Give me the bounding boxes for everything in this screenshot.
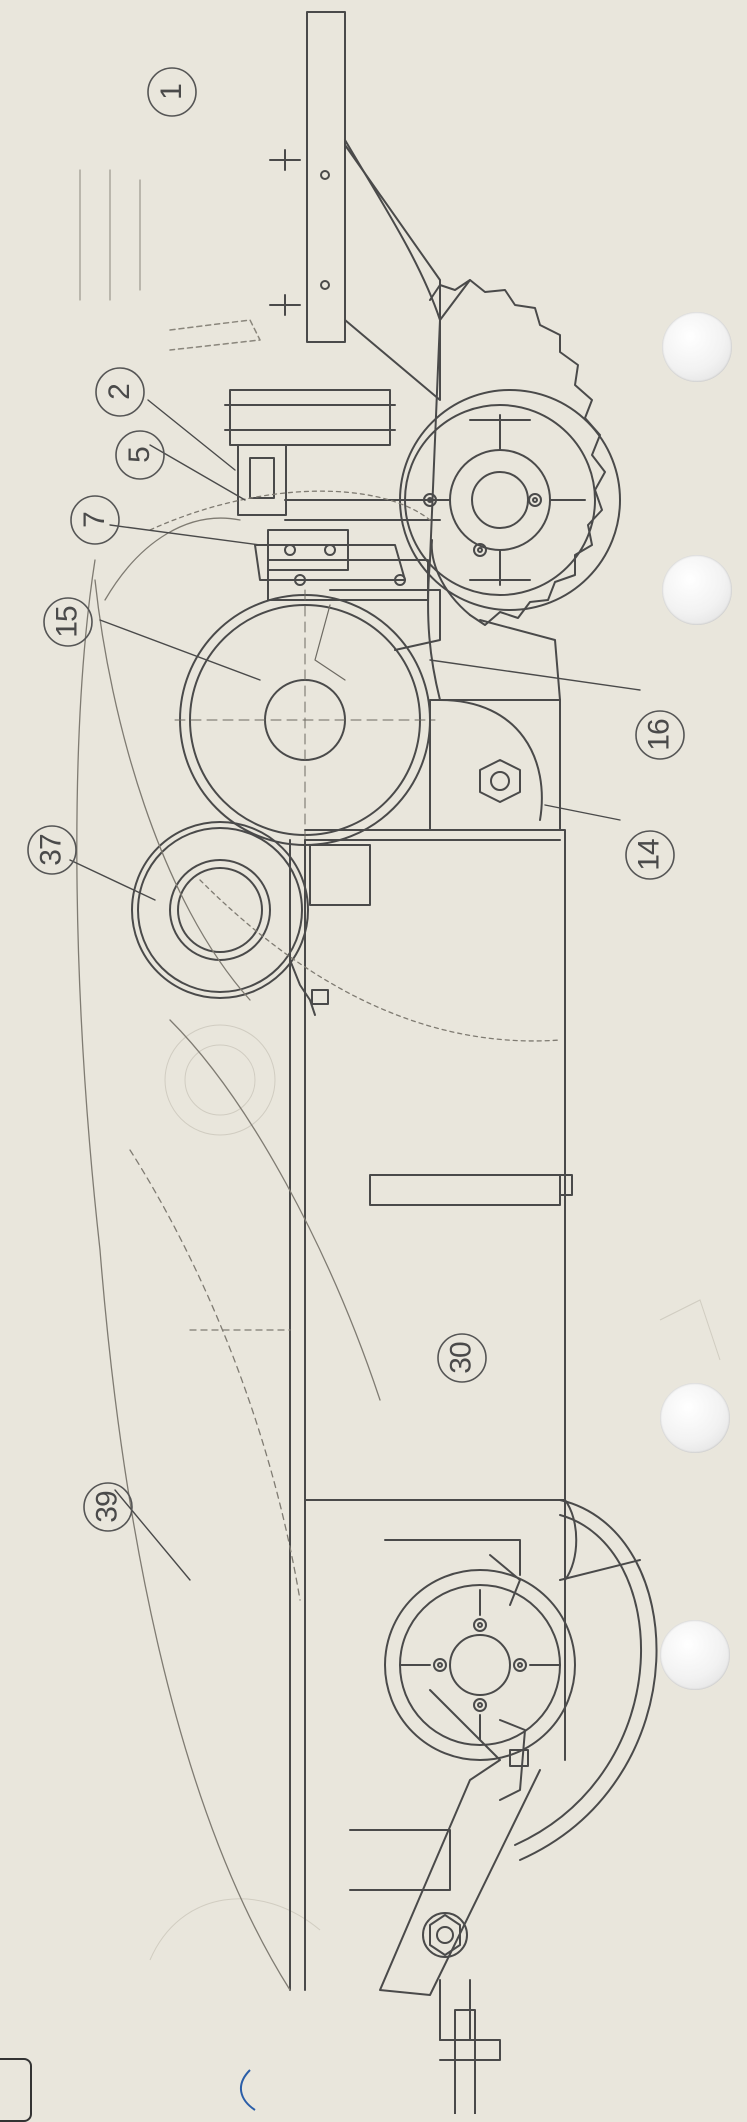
bottom-mount	[439, 1979, 501, 2114]
corner-box	[0, 2058, 32, 2122]
front-gear-wheel	[399, 279, 621, 626]
motor-housing	[267, 139, 561, 831]
large-drum	[174, 589, 436, 851]
leader-lines	[69, 399, 641, 1581]
roller	[131, 821, 329, 1016]
main-chassis-body	[289, 829, 578, 1991]
punch-hole	[660, 1383, 730, 1453]
rear-wheel	[384, 1539, 576, 1761]
pulley-assembly	[224, 389, 441, 651]
top-bracket	[79, 11, 441, 401]
rear-fender	[514, 1499, 658, 1861]
punch-hole	[662, 312, 732, 382]
punch-hole	[660, 1620, 730, 1690]
rear-swing-arm	[349, 1689, 541, 1996]
punch-hole	[662, 555, 732, 625]
body-shell-outline	[76, 490, 561, 1991]
chassis-arm	[429, 619, 561, 831]
